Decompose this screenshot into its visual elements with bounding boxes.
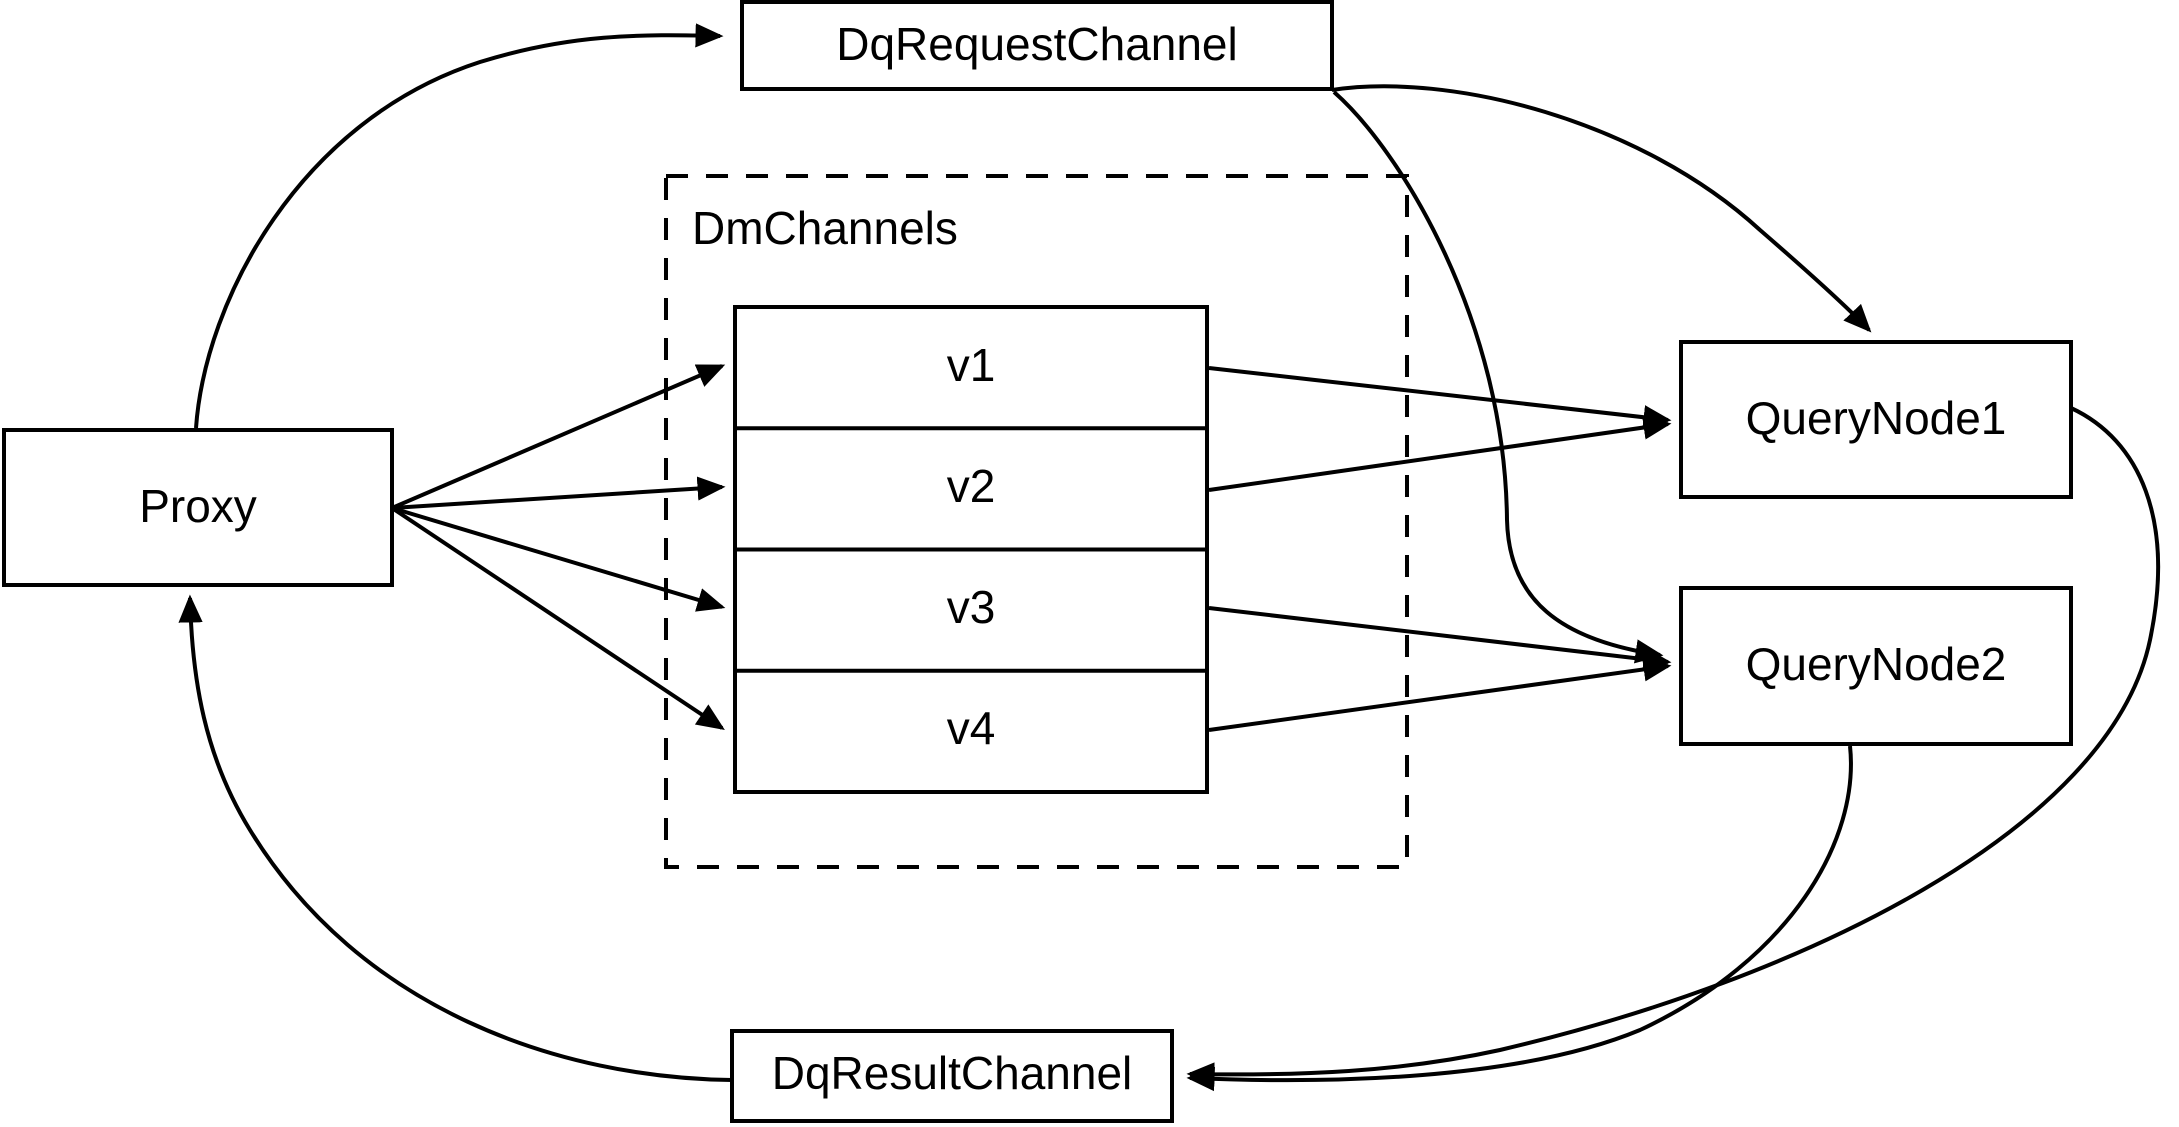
edge-proxy-to-dqrequestchannel [194,23,724,429]
node-querynode2-box[interactable] [1679,586,2073,746]
node-dqrequestchannel-box[interactable] [740,0,1334,91]
node-dqresultchannel-box[interactable] [730,1029,1174,1123]
edge-querynode1-to-dqresultchannel [1186,406,2161,1087]
node-dqresultchannel-label: DqResultChannel [772,1047,1133,1099]
edge-proxy-to-v2 [391,476,726,510]
dmchannel-row-v2[interactable]: v2 [947,460,996,512]
node-proxy-box[interactable] [2,428,394,587]
node-querynode1-label: QueryNode1 [1746,392,2007,444]
edge-proxy-to-v3 [391,506,726,612]
edge-dqresultchannel-to-proxy [178,594,733,1082]
dmchannels-group-label: DmChannels [692,202,958,254]
node-dqrequestchannel-label: DqRequestChannel [836,18,1238,70]
edge-v4-to-querynode2 [1208,657,1672,732]
dmchannel-row-v4[interactable]: v4 [947,702,996,754]
node-proxy-label: Proxy [139,480,257,532]
dmchannels-group-box [664,174,1409,869]
edge-dqrequestchannel-to-querynode1 [1331,84,1872,333]
edge-dqrequestchannel-to-querynode2 [1332,90,1664,664]
edge-querynode2-to-dqresultchannel [1186,745,1853,1092]
edge-proxy-to-v1 [391,364,726,510]
node-querynode2-label: QueryNode2 [1746,638,2007,690]
edge-v3-to-querynode2 [1208,606,1672,672]
edge-v1-to-querynode1 [1208,366,1672,430]
edge-proxy-to-v4 [390,506,725,730]
edge-v2-to-querynode1 [1208,415,1672,492]
dmchannel-row-v1[interactable]: v1 [947,339,996,391]
node-querynode1-box[interactable] [1679,340,2073,499]
dmchannel-row-v3[interactable]: v3 [947,581,996,633]
